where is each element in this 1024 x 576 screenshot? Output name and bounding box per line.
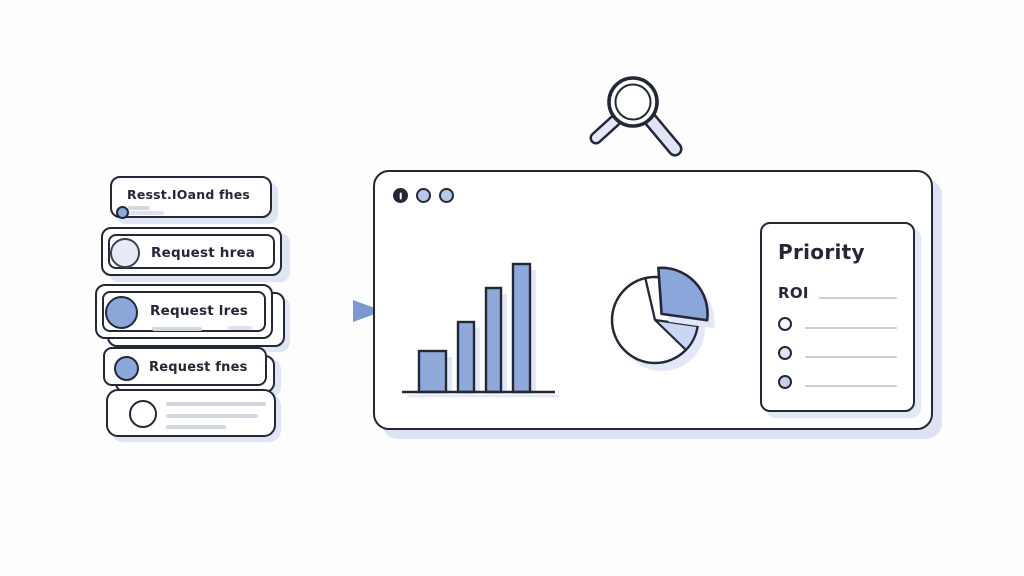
avatar xyxy=(105,296,138,329)
priority-rows xyxy=(778,317,897,389)
dashboard-window: Priority ROI xyxy=(373,170,933,430)
placeholder-line xyxy=(166,425,226,429)
request-card-label: Request lres xyxy=(150,303,249,319)
priority-row xyxy=(778,346,897,360)
request-card[interactable]: Resst.IOand fhes xyxy=(110,176,272,218)
avatar xyxy=(114,356,139,381)
bar xyxy=(456,320,476,394)
bar xyxy=(484,286,503,394)
priority-line xyxy=(805,384,897,388)
magnifying-glass-icon xyxy=(589,76,683,157)
placeholder-line xyxy=(166,402,266,406)
bar-chart xyxy=(402,262,559,398)
priority-circle-icon xyxy=(778,375,792,389)
card-inner-border xyxy=(108,234,275,269)
priority-row xyxy=(778,375,897,389)
priority-circle-icon xyxy=(778,346,792,360)
pie-chart xyxy=(610,266,715,371)
request-card[interactable] xyxy=(106,389,276,437)
roi-line xyxy=(818,296,897,299)
avatar xyxy=(110,238,140,268)
window-control-light[interactable] xyxy=(439,188,454,203)
placeholder-line xyxy=(228,326,252,330)
priority-circle-icon xyxy=(778,317,792,331)
priority-row xyxy=(778,317,897,331)
bar xyxy=(511,262,532,394)
placeholder-line xyxy=(152,327,202,331)
request-card[interactable]: Request lres xyxy=(95,284,273,339)
bar xyxy=(417,349,448,394)
peek-avatar-icon xyxy=(116,206,129,219)
roi-label: ROI xyxy=(778,284,809,302)
placeholder-line xyxy=(128,206,150,210)
request-card-label: Request fnes xyxy=(149,360,248,375)
card-inner-border xyxy=(102,291,266,332)
right-arrow-icon xyxy=(286,300,383,322)
avatar xyxy=(129,400,157,428)
priority-line xyxy=(805,355,897,359)
window-control-dark-slit[interactable] xyxy=(393,188,408,203)
priority-panel: Priority ROI xyxy=(760,222,915,412)
priority-line xyxy=(805,326,897,330)
request-card-label: Resst.IOand fhes xyxy=(127,187,251,202)
window-controls xyxy=(393,188,454,203)
window-control-light[interactable] xyxy=(416,188,431,203)
placeholder-line xyxy=(128,211,164,215)
request-card-label: Request hrea xyxy=(151,245,256,261)
request-card[interactable]: Request fnes xyxy=(103,347,267,386)
request-card[interactable]: Request hrea xyxy=(101,227,282,276)
priority-title: Priority xyxy=(778,240,865,264)
placeholder-line xyxy=(166,414,258,418)
roi-row: ROI xyxy=(778,284,897,302)
